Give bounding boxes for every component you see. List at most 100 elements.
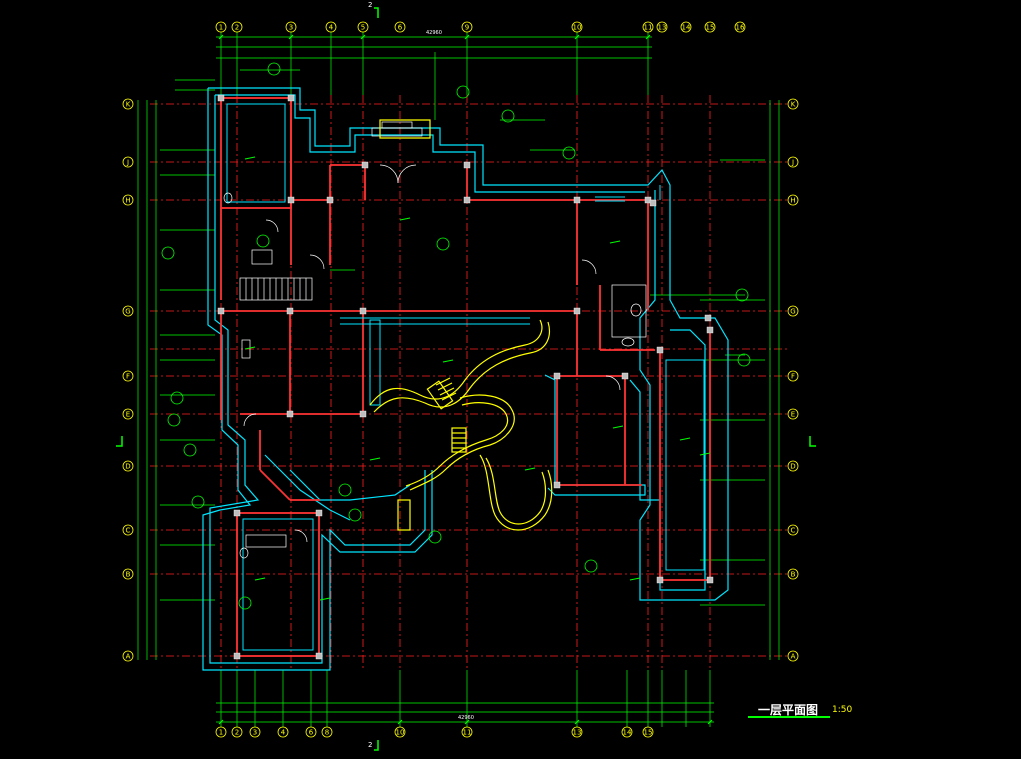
grid-bubble-right xyxy=(787,194,799,206)
grid-bubble-right xyxy=(787,650,799,662)
window-frames xyxy=(226,103,705,651)
grid-bubble-left-label: A xyxy=(126,653,131,661)
callout-circles xyxy=(161,62,751,610)
grid-bubble-left-label: C xyxy=(126,527,131,535)
overall-width-label: 42960 xyxy=(426,30,442,36)
grid-bubble-top-label: 6 xyxy=(398,24,403,32)
grid-bubble-left-label: G xyxy=(125,308,130,316)
grid-bubble-left xyxy=(122,408,134,420)
section-mark-top: 2 xyxy=(368,1,373,9)
axis-grid xyxy=(150,95,790,670)
grid-bubble-right-label: A xyxy=(791,653,796,661)
fixtures xyxy=(223,121,647,559)
grid-bubble-right xyxy=(787,568,799,580)
grid-bubble-top xyxy=(571,21,583,33)
grid-bubble-right-label: D xyxy=(790,463,795,471)
grid-bubble-left xyxy=(122,524,134,536)
grid-bubble-right-label: J xyxy=(791,159,794,167)
staircase xyxy=(239,277,313,301)
grid-bubble-bottom xyxy=(461,726,473,738)
grid-bubble-top xyxy=(680,21,692,33)
grid-bubble-bottom xyxy=(215,726,227,738)
grid-bubble-left xyxy=(122,194,134,206)
grid-bubble-left xyxy=(122,650,134,662)
drawing-scale: 1:50 xyxy=(832,705,853,715)
grid-bubble-right-label: C xyxy=(791,527,796,535)
grid-bubble-top xyxy=(357,21,369,33)
grid-bubble-top-label: 1 xyxy=(219,24,223,32)
grid-bubble-right-label: F xyxy=(791,373,795,381)
grid-bubble-top xyxy=(231,21,243,33)
grid-bubble-bottom xyxy=(305,726,317,738)
grid-bubble-top xyxy=(656,21,668,33)
grid-bubble-right-label: B xyxy=(791,571,796,579)
grid-bubble-left-label: B xyxy=(126,571,131,579)
grid-bubble-bottom-label: 10 xyxy=(396,729,405,737)
grid-bubble-left-label: D xyxy=(125,463,130,471)
grid-bubble-top-label: 4 xyxy=(329,24,334,32)
grid-bubble-left-label: E xyxy=(126,411,130,419)
drawing-title-block: 一层平面图 1:50 xyxy=(748,700,868,724)
grid-bubble-left-label: H xyxy=(125,197,130,205)
grid-bubble-bottom-label: 13 xyxy=(573,729,582,737)
grid-bubble-bottom xyxy=(277,726,289,738)
grid-bubble-right xyxy=(787,305,799,317)
drawing-title: 一层平面图 xyxy=(758,703,819,717)
garden-path xyxy=(369,119,553,531)
grid-bubble-left-label: K xyxy=(126,101,131,109)
grid-bubble-bottom-label: 11 xyxy=(463,729,472,737)
columns xyxy=(217,94,714,660)
grid-bubble-left xyxy=(122,370,134,382)
doors xyxy=(243,164,621,543)
grid-bubble-bottom-label: 1 xyxy=(219,729,223,737)
grid-bubble-bottom xyxy=(571,726,583,738)
grid-bubble-bottom-label: 2 xyxy=(235,729,239,737)
grid-bubble-right xyxy=(787,156,799,168)
grid-bubble-top xyxy=(325,21,337,33)
grid-bubble-top-label: 2 xyxy=(235,24,239,32)
grid-bubble-top-label: 13 xyxy=(658,24,667,32)
grid-bubble-bottom xyxy=(642,726,654,738)
grid-bubble-left xyxy=(122,98,134,110)
grid-bubble-top-label: 3 xyxy=(289,24,293,32)
grid-bubble-top-label: 14 xyxy=(682,24,691,32)
grid-bubble-bottom xyxy=(394,726,406,738)
grid-bubble-bottom-label: 14 xyxy=(623,729,632,737)
grid-bubble-right-label: H xyxy=(790,197,795,205)
grid-bubble-bottom-label: 4 xyxy=(281,729,286,737)
grid-bubble-top xyxy=(215,21,227,33)
grid-bubble-right xyxy=(787,98,799,110)
section-cut-marks xyxy=(116,7,816,751)
grid-bubble-bottom xyxy=(249,726,261,738)
grid-bubble-top xyxy=(704,21,716,33)
grid-bubble-right-label: E xyxy=(791,411,795,419)
grid-bubble-left-label: J xyxy=(126,159,129,167)
grid-bubble-top xyxy=(461,21,473,33)
grid-bubble-bottom xyxy=(231,726,243,738)
grid-bubble-bottom-label: 15 xyxy=(644,729,653,737)
grid-bubble-right xyxy=(787,524,799,536)
title-underline xyxy=(748,716,830,718)
grid-bubble-top-label: 15 xyxy=(706,24,715,32)
grid-bubble-left xyxy=(122,156,134,168)
grid-bubble-top xyxy=(394,21,406,33)
grid-bubble-bottom-label: 3 xyxy=(253,729,257,737)
grid-bubble-top xyxy=(642,21,654,33)
grid-bubble-left xyxy=(122,305,134,317)
grid-bubble-right-label: G xyxy=(790,308,795,316)
grid-bubble-left-label: F xyxy=(126,373,130,381)
walls xyxy=(220,97,711,657)
grid-bubble-right-label: K xyxy=(791,101,796,109)
grid-bubble-bottom-label: 8 xyxy=(325,729,329,737)
grid-bubble-bottom xyxy=(321,726,333,738)
grid-bubble-right xyxy=(787,460,799,472)
grid-bubble-top xyxy=(285,21,297,33)
grid-bubble-top-label: 5 xyxy=(361,24,365,32)
grid-bubble-top xyxy=(734,21,746,33)
grid-bubble-bottom xyxy=(621,726,633,738)
grid-bubble-right xyxy=(787,370,799,382)
grid-bubble-left xyxy=(122,460,134,472)
grid-bubble-bottom-label: 6 xyxy=(309,729,314,737)
dimension-lines xyxy=(137,32,780,727)
